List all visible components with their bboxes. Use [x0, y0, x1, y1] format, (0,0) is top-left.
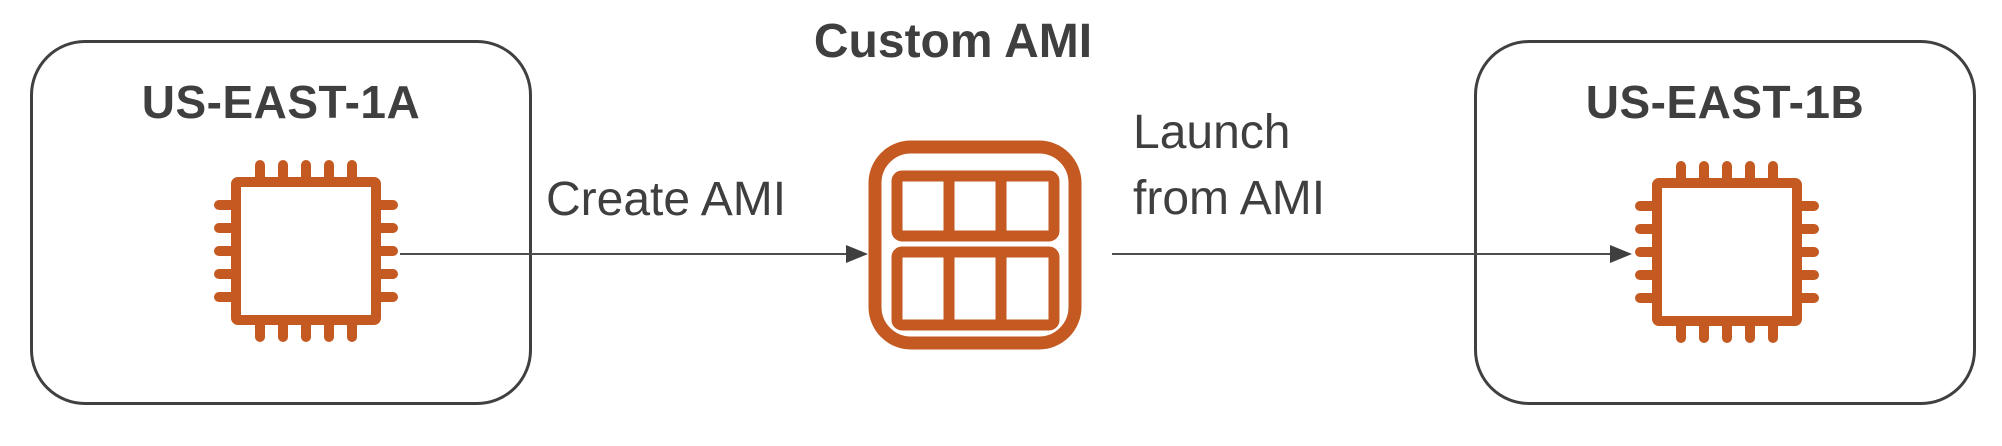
create-ami-label: Create AMI: [546, 173, 787, 226]
create-ami-arrow: [400, 245, 868, 263]
zone-a-label: US-EAST-1A: [141, 76, 421, 128]
launch-from-ami-label: Launch from AMI: [1133, 100, 1325, 232]
arrow-head-icon: [1610, 245, 1632, 263]
zone-b-label: US-EAST-1B: [1585, 76, 1865, 128]
ec2-chip-icon: [1635, 161, 1819, 343]
chip-body: [231, 177, 381, 325]
launch-from-ami-label-line2: from AMI: [1133, 172, 1326, 225]
ec2-chip-icon: [214, 160, 398, 342]
custom-ami-title: Custom AMI: [813, 15, 1093, 68]
chip-body: [1652, 178, 1802, 326]
zone-a-box: US-EAST-1A: [30, 40, 532, 405]
launch-from-ami-arrow: [1112, 245, 1632, 263]
launch-from-ami-label-line1: Launch: [1133, 106, 1291, 159]
ami-icon: [868, 140, 1082, 350]
arrow-head-icon: [846, 245, 868, 263]
ami-grid-rows: [891, 170, 1060, 331]
ami-outer-frame: [868, 140, 1082, 350]
